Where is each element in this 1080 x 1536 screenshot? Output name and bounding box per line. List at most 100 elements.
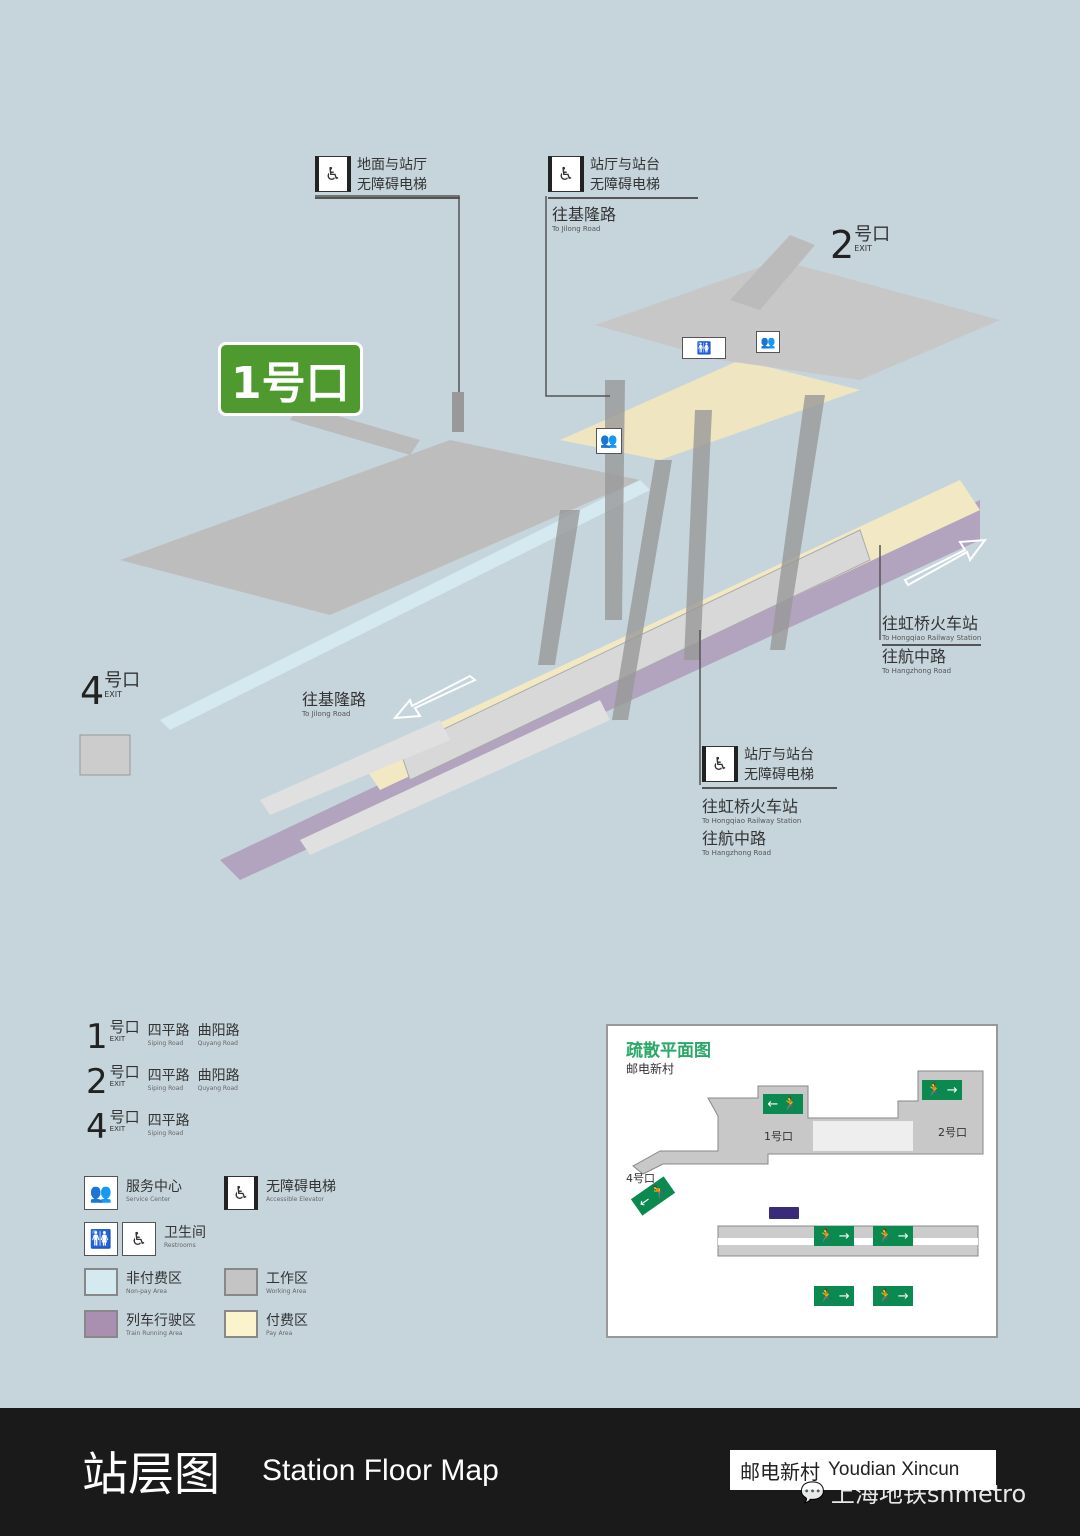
exit2-number: 2 (830, 223, 855, 267)
road-en: Siping Road (147, 1130, 184, 1137)
platform-edge-left (260, 720, 450, 815)
column (605, 380, 625, 620)
direction-en: To Hongqiao Railway Station (702, 817, 802, 825)
direction-en: To Jilong Road (552, 225, 601, 233)
wheelchair-icon: ♿ (122, 1222, 156, 1256)
exit-number: 2 (86, 1062, 108, 1102)
evac-station: 邮电新村 (626, 1062, 675, 1076)
direction-en: To Jilong Road (302, 710, 351, 718)
station-name-cn: 邮电新村 (740, 1459, 820, 1484)
direction-hongqiao-right: 往虹桥火车站 To Hongqiao Railway Station (882, 610, 982, 646)
road-en: Quyang Road (197, 1085, 238, 1092)
callout-line: 无障碍电梯 (744, 767, 814, 783)
exit-cn: 号口 (109, 1063, 140, 1081)
accessible-elevator-icon: ♿ (548, 156, 584, 192)
accessible-elevator-icon: ♿ (315, 156, 351, 192)
exit-en: EXIT (109, 1080, 126, 1088)
accessible-elevator-icon: ♿ (224, 1176, 258, 1210)
exit-cn: 号口 (109, 1108, 140, 1126)
station-3d-diagram (79, 195, 1000, 880)
road-cn: 四平路 (147, 1023, 190, 1039)
pay-swatch (224, 1310, 258, 1338)
callout-hall-elevator-bottom: ♿ 站厅与站台无障碍电梯 往虹桥火车站 To Hongqiao Railway … (702, 744, 837, 857)
toilet-icon: 🚻 (84, 1222, 118, 1256)
exit4-en: EXIT (104, 690, 122, 699)
exit-number: 4 (86, 1107, 108, 1147)
road-cn: 四平路 (147, 1068, 190, 1084)
arrow-right-up-icon (903, 538, 988, 587)
callout-line: 站厅与站台 (744, 747, 814, 763)
exit-number: 1 (86, 1017, 108, 1057)
callout-line: 站厅与站台 (590, 157, 660, 173)
exit-sign-right-icon: 🏃 → (873, 1226, 913, 1246)
concourse-nonpay-right (595, 260, 1000, 380)
footer-title-cn: 站层图 (82, 1447, 220, 1501)
legend-cn: 非付费区 (126, 1271, 182, 1287)
direction-jilong-platform: 往基隆路 To Jilong Road (302, 686, 366, 718)
footer-bar: 站层图 Station Floor Map 邮电新村 Youdian Xincu… (0, 1408, 1080, 1536)
exit4-cn: 号口 (104, 670, 141, 691)
legend-cn: 付费区 (266, 1313, 308, 1329)
callout-line: 无障碍电梯 (590, 177, 660, 193)
footer-title-en: Station Floor Map (262, 1454, 499, 1487)
evac-exit1: 1号口 (764, 1130, 793, 1143)
road-en: Quyang Road (197, 1040, 238, 1047)
service-center-icon: 👥 (84, 1176, 118, 1210)
legend-cn: 无障碍电梯 (266, 1179, 336, 1195)
legend-en: Service Center (126, 1196, 171, 1203)
exit2-cn: 号口 (854, 224, 891, 245)
evac-exit2: 2号口 (938, 1126, 967, 1139)
evacuation-map: 疏散平面图 邮电新村 1号口 2号口 4号口 ← 🏃 🏃 → ← 🏃 🏃 → 🏃… (606, 1024, 998, 1338)
platform-edge-right (300, 700, 610, 855)
watermark-text: 上海地铁shmetro (830, 1480, 1027, 1508)
service-center-icon: 👥 (756, 331, 780, 353)
direction-en: To Hangzhong Road (882, 667, 952, 675)
direction-cn: 往虹桥火车站 (882, 614, 979, 633)
evac-exit4: 4号口 (626, 1172, 655, 1185)
exit1-badge: 1号口 (218, 342, 363, 416)
exit-cn: 号口 (109, 1018, 140, 1036)
watermark: 💬 上海地铁shmetro (800, 1474, 1026, 1509)
service-center-icon: 👥 (596, 428, 622, 454)
direction-en: To Hongqiao Railway Station (882, 634, 982, 642)
direction-hangzhong-right: 往航中路 To Hangzhong Road (882, 643, 951, 675)
column (612, 460, 672, 720)
legend-cn: 卫生间 (164, 1225, 206, 1241)
wechat-icon: 💬 (800, 1479, 825, 1504)
exit2-en: EXIT (854, 244, 872, 253)
legend-cn: 列车行驶区 (126, 1313, 196, 1329)
column (538, 510, 580, 665)
legend-en: Pay Area (266, 1330, 293, 1337)
nonpay-swatch (84, 1268, 118, 1296)
leader-line (315, 195, 460, 392)
road-en: Siping Road (147, 1085, 184, 1092)
exit-sign-right-icon: 🏃 → (814, 1286, 854, 1306)
evac-title: 疏散平面图 (626, 1041, 711, 1061)
elevator-shaft (452, 392, 464, 432)
direction-cn: 往航中路 (702, 829, 767, 848)
legend-en: Non-pay Area (126, 1288, 167, 1295)
exit-sign-right-icon: 🏃 → (922, 1080, 962, 1100)
concourse-corridor (160, 480, 650, 730)
callout-ground-elevator: ♿ 地面与站厅无障碍电梯 (315, 154, 460, 199)
direction-cn: 往基隆路 (302, 690, 367, 709)
road-cn: 曲阳路 (197, 1023, 240, 1039)
station-name-en: Youdian Xincun (828, 1459, 960, 1480)
road-cn: 四平路 (147, 1113, 190, 1129)
leader-line (545, 196, 610, 397)
column (770, 395, 825, 650)
callout-line: 地面与站厅 (357, 157, 427, 173)
restroom-icon: 🚻 (682, 337, 726, 359)
exit-sign-right-icon: 🏃 → (873, 1286, 913, 1306)
road-en: Siping Road (147, 1040, 184, 1047)
